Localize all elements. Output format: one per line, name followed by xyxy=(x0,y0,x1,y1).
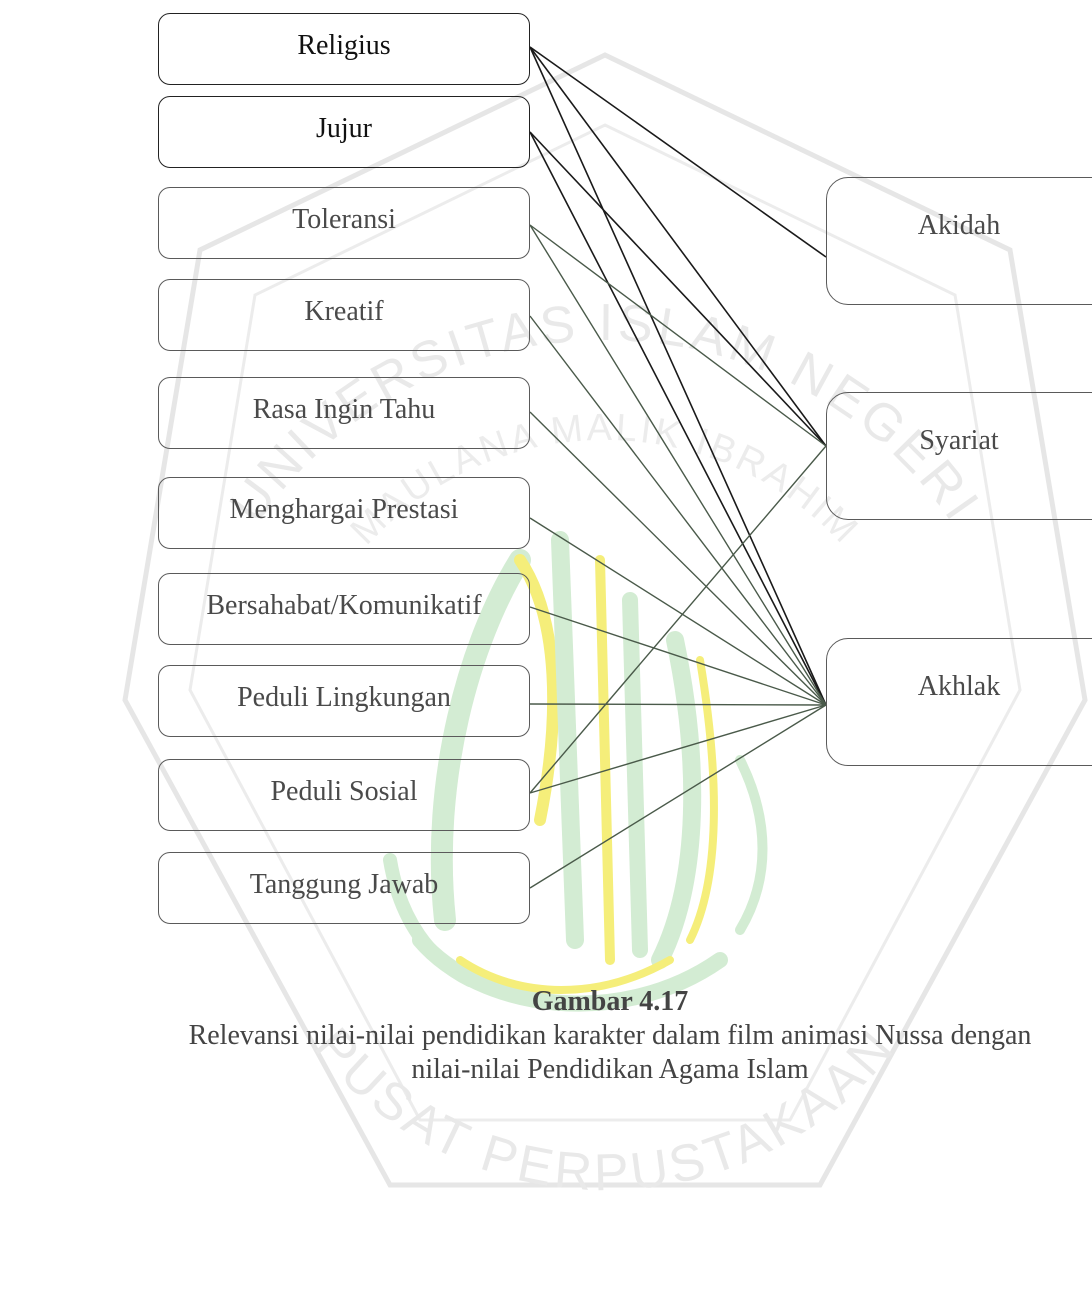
connector-menghargai-prestasi-to-akhlak xyxy=(529,517,827,706)
connector-kreatif-to-akhlak xyxy=(529,315,827,706)
node-label: Bersahabat/Komunikatif xyxy=(206,590,482,621)
node-label: Akhlak xyxy=(917,671,1001,702)
node-akhlak: Akhlak xyxy=(826,638,1092,766)
connector-rasa-ingin-tahu-to-akhlak xyxy=(529,411,827,706)
node-label: Religius xyxy=(297,30,391,61)
figure-caption-text: Relevansi nilai-nilai pendidikan karakte… xyxy=(188,1020,1032,1085)
watermark-inner-heptagon xyxy=(188,123,1022,1122)
connector-toleransi-to-akhlak xyxy=(529,224,827,706)
connector-peduli-lingkungan-to-akhlak xyxy=(529,703,827,706)
connector-religius-to-syariat xyxy=(529,46,827,447)
node-kreatif: Kreatif xyxy=(158,279,530,351)
node-tanggung-jawab: Tanggung Jawab xyxy=(158,852,530,924)
node-label: Syariat xyxy=(919,425,999,456)
node-label: Peduli Sosial xyxy=(270,776,418,807)
node-toleransi: Toleransi xyxy=(158,187,530,259)
node-akidah: Akidah xyxy=(826,177,1092,305)
figure-caption: Gambar 4.17 Relevansi nilai-nilai pendid… xyxy=(160,985,1060,1087)
node-bersahabat-komunikatif: Bersahabat/Komunikatif xyxy=(158,573,530,645)
watermark-outer-heptagon xyxy=(122,52,1088,1188)
node-peduli-lingkungan: Peduli Lingkungan xyxy=(158,665,530,737)
connector-toleransi-to-syariat xyxy=(529,224,827,447)
node-label: Menghargai Prestasi xyxy=(229,494,459,525)
node-jujur: Jujur xyxy=(158,96,530,168)
node-menghargai-prestasi: Menghargai Prestasi xyxy=(158,477,530,549)
node-rasa-ingin-tahu: Rasa Ingin Tahu xyxy=(158,377,530,449)
figure-number: Gambar 4.17 xyxy=(531,986,689,1017)
node-peduli-sosial: Peduli Sosial xyxy=(158,759,530,831)
connector-peduli-sosial-to-akhlak xyxy=(529,704,827,794)
connector-peduli-sosial-to-syariat xyxy=(529,445,827,794)
connector-bersahabat-komunikatif-to-akhlak xyxy=(529,606,827,706)
watermark-calligraphy xyxy=(383,531,768,1012)
node-syariat: Syariat xyxy=(826,392,1092,520)
node-label: Toleransi xyxy=(292,204,396,235)
connector-religius-to-akidah xyxy=(529,46,827,258)
node-label: Jujur xyxy=(316,113,372,144)
node-label: Peduli Lingkungan xyxy=(237,682,451,713)
connector-tanggung-jawab-to-akhlak xyxy=(529,704,827,889)
node-label: Kreatif xyxy=(304,296,384,327)
node-label: Tanggung Jawab xyxy=(249,869,439,900)
node-label: Akidah xyxy=(917,210,1001,241)
connector-religius-to-akhlak xyxy=(529,46,827,706)
connector-jujur-to-akhlak xyxy=(529,131,827,706)
connector-jujur-to-syariat xyxy=(529,131,827,447)
node-religius: Religius xyxy=(158,13,530,85)
node-label: Rasa Ingin Tahu xyxy=(252,394,436,425)
